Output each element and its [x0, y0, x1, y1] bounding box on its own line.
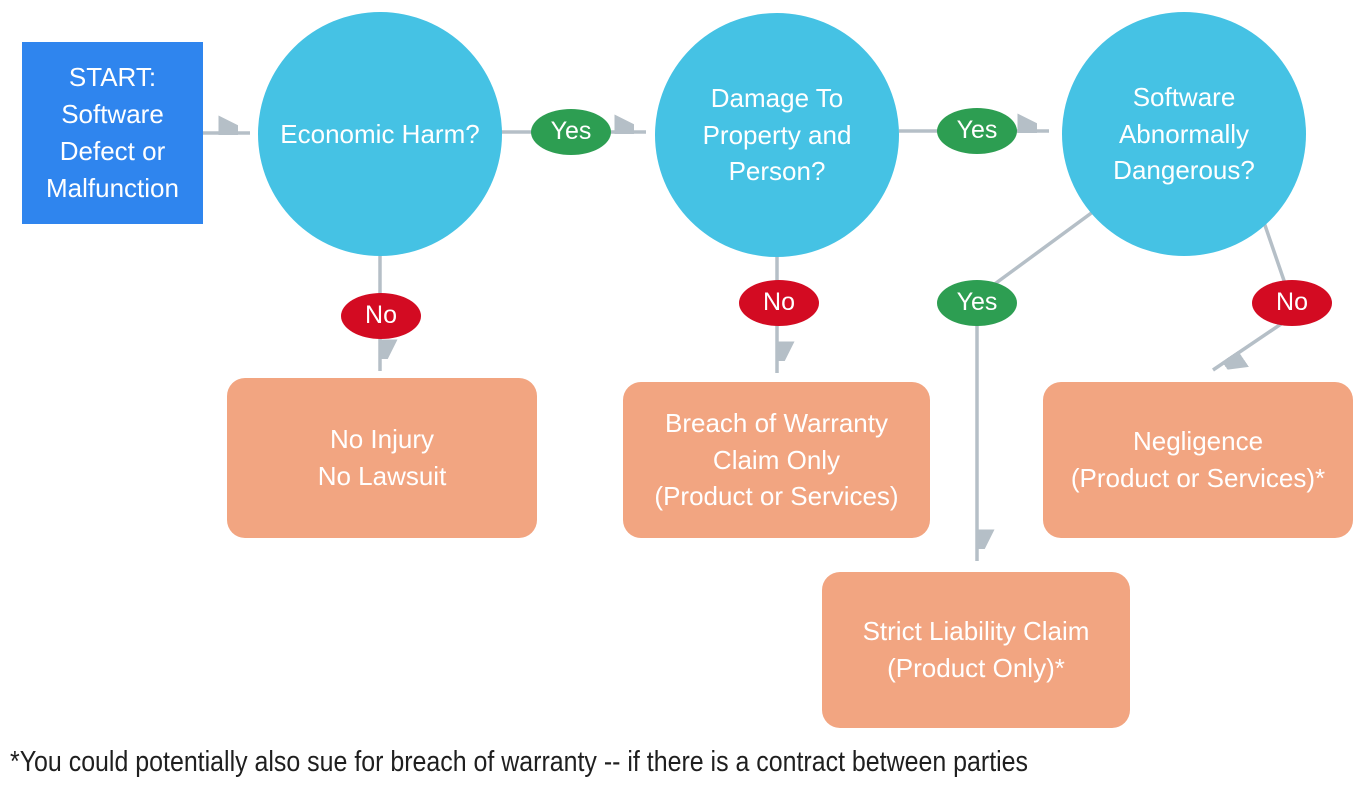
outcome-strict-liability: Strict Liability Claim (Product Only)* [822, 572, 1130, 728]
decision-dangerous-label: Software Abnormally Dangerous? [1113, 81, 1255, 186]
outcome-breach-label: Breach of Warranty Claim Only (Product o… [654, 407, 899, 512]
edge-label-no-damage: No [739, 280, 819, 326]
arrow-no-oval-to-negligence [1212, 320, 1285, 370]
line-dangerous-to-yes-oval [975, 201, 1107, 299]
outcome-no-injury-no-lawsuit: No Injury No Lawsuit [227, 378, 537, 538]
edge-label-no-economic-harm: No [341, 293, 421, 339]
decision-economic-harm-label: Economic Harm? [280, 118, 480, 149]
start-node: START: Software Defect or Malfunction [22, 42, 203, 224]
edge-yes-3-label: Yes [956, 288, 998, 317]
outcome-negligence: Negligence (Product or Services)* [1043, 382, 1353, 538]
footnote-text: *You could potentially also sue for brea… [10, 746, 1029, 778]
outcome-negligence-label: Negligence (Product or Services)* [1070, 426, 1326, 493]
edge-no-2-label: No [763, 288, 795, 317]
edge-label-yes-dangerous: Yes [937, 280, 1017, 326]
start-node-label: START: Software Defect or Malfunction [46, 62, 179, 203]
edge-label-yes-economic-harm: Yes [531, 109, 611, 155]
edge-no-1-label: No [365, 301, 397, 330]
edge-yes-1-label: Yes [550, 117, 592, 146]
edge-yes-2-label: Yes [956, 116, 998, 145]
outcome-breach-of-warranty: Breach of Warranty Claim Only (Product o… [623, 382, 930, 538]
outcome-no-injury-label: No Injury No Lawsuit [317, 424, 447, 491]
decision-damage-label: Damage To Property and Person? [702, 82, 852, 187]
edge-no-3-label: No [1276, 288, 1308, 317]
decision-economic-harm: Economic Harm? [258, 12, 502, 256]
decision-abnormally-dangerous: Software Abnormally Dangerous? [1062, 12, 1306, 256]
outcome-strict-label: Strict Liability Claim (Product Only)* [862, 616, 1090, 683]
edge-label-yes-damage: Yes [937, 108, 1017, 154]
edge-label-no-dangerous: No [1252, 280, 1332, 326]
decision-damage-property-person: Damage To Property and Person? [655, 13, 899, 257]
